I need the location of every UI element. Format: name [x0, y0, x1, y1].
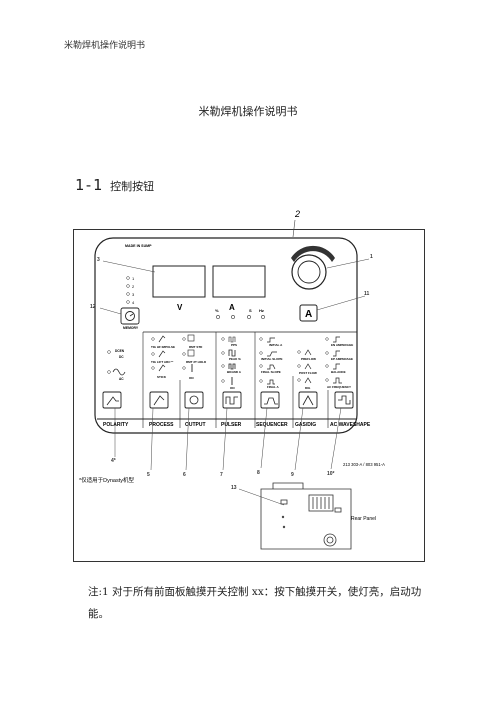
option-label: PPS [231, 343, 237, 347]
callout-1: 1 [370, 254, 373, 260]
option-label: PEAK % [229, 357, 241, 361]
memory-label: MEMORY [123, 326, 139, 330]
memory-slot-label: 1 [132, 276, 135, 281]
callout-12: 12 [90, 304, 96, 310]
callout-11: 11 [364, 291, 370, 297]
option-label: RMT 2T HOLD [186, 360, 207, 364]
group-label-output: OUTPUT [185, 422, 206, 428]
gas-dig-options: PREFLOW POST FLOW DIG [297, 349, 317, 390]
polarity-options: DCEN DC AC [107, 349, 126, 381]
control-panel-figure: 2 MADE IN SUMP V A % A S Hz 1 2 3 4 MEMO… [79, 209, 385, 550]
option-label: AC [119, 377, 124, 381]
memory-icon [125, 311, 135, 321]
option-label: DCEN [115, 349, 125, 353]
pulser-button[interactable] [222, 391, 242, 409]
rear-panel-drawing [260, 482, 352, 550]
option-label: DC [119, 355, 124, 359]
option-label: POST FLOW [299, 371, 317, 375]
option-label: BKGND A [227, 370, 242, 374]
section-number: 1-1 [75, 176, 103, 194]
option-label: EN AMPERAGE [331, 343, 353, 347]
volt-label: V [177, 303, 183, 312]
option-label: TIG LIFT ARC™ [151, 360, 173, 364]
brand-label: MADE IN SUMP [125, 244, 152, 248]
ac-waveshape-icon [338, 395, 351, 405]
polarity-button[interactable] [102, 391, 122, 409]
option-label: RMT STD [189, 345, 203, 349]
group-label-ac-waveshape: AC WAVESHAPE [330, 422, 371, 428]
option-label: TIG HF IMPULSE [151, 345, 175, 349]
option-label: EP AMPERAGE [331, 357, 353, 361]
voltage-display [152, 265, 206, 298]
gas-dig-button[interactable] [298, 391, 318, 409]
callout-4: 4* [111, 458, 116, 464]
process-icon [153, 395, 165, 406]
callout-3: 3 [97, 257, 100, 263]
sequencer-options: INITIAL A INITIAL SLOPE FINAL SLOPE FINA… [259, 337, 283, 389]
option-label: INITIAL SLOPE [261, 357, 282, 361]
rear-panel-label: Rear Panel [351, 516, 376, 522]
process-button[interactable] [149, 391, 169, 409]
callout-2: 2 [294, 209, 300, 219]
option-label: FINAL A [267, 385, 279, 389]
sequencer-icon [264, 397, 278, 405]
unit-label: S [249, 308, 252, 313]
option-label: AC FREQUENCY [327, 385, 351, 389]
callout-8: 8 [257, 470, 260, 476]
callout-13: 13 [231, 485, 237, 491]
group-label-process: PROCESS [149, 422, 174, 428]
memory-slot-label: 2 [132, 284, 135, 289]
callout-5: 5 [147, 472, 150, 478]
unit-label: % [215, 308, 219, 313]
option-label: ON [230, 386, 235, 390]
callout-7: 7 [220, 472, 223, 478]
output-options: RMT STD RMT 2T HOLD ON [182, 334, 207, 380]
option-label: ON [189, 376, 194, 380]
ac-wave-icon [112, 368, 126, 376]
sequencer-button[interactable] [260, 391, 280, 409]
output-button[interactable] [184, 391, 204, 409]
memory-slot-label: 3 [132, 292, 135, 297]
group-label-gas-dig: GAS/DIG [295, 422, 316, 428]
amperage-display [212, 265, 266, 298]
pulser-options: PPS PEAK % BKGND A ON [221, 336, 242, 390]
option-label: BALANCE [331, 370, 346, 374]
callout-10: 10* [327, 471, 335, 477]
amp-label: A [229, 303, 235, 312]
option-label: INITIAL A [269, 343, 283, 347]
memory-slot-label: 4 [132, 300, 135, 305]
ac-waveshape-options: EN AMPERAGE EP AMPERAGE BALANCE AC FREQU… [325, 336, 353, 389]
option-label: STICK [157, 375, 167, 379]
option-label: FINAL SLOPE [261, 370, 281, 374]
output-icon [189, 395, 199, 405]
option-label: DIG [305, 386, 311, 390]
figure-footnote: *仅适用于Dynasty机型 [79, 476, 135, 484]
pulser-icon [225, 396, 238, 405]
knob-range-arc [291, 245, 335, 262]
callout-9: 9 [291, 472, 294, 478]
figure-reference-code: 213 303-A / 803 951-A [343, 462, 385, 467]
section-title: 控制按钮 [110, 180, 155, 193]
group-label-polarity: POLARITY [103, 422, 129, 428]
group-label-sequencer: SEQUENCER [256, 422, 288, 428]
running-header: 米勒焊机操作说明书 [64, 41, 146, 51]
gas-dig-icon [302, 395, 314, 406]
document-title: 米勒焊机操作说明书 [198, 105, 298, 118]
section-heading: 1-1 控制按钮 [75, 176, 154, 194]
polarity-icon [106, 396, 119, 406]
amperage-button[interactable] [299, 304, 318, 322]
amperage-button-label: A [305, 309, 312, 320]
note-paragraph: 注:1 对于所有前面板触摸开关控制 xx：按下触摸开关，使灯亮，启动功能。 [88, 586, 422, 620]
process-options: TIG HF IMPULSE TIG LIFT ARC™ STICK [151, 335, 175, 379]
figure-frame [73, 229, 425, 562]
callout-6: 6 [183, 472, 186, 478]
group-label-pulser: PULSER [221, 422, 242, 428]
unit-label: Hz [259, 308, 264, 313]
option-label: PREFLOW [301, 357, 316, 361]
